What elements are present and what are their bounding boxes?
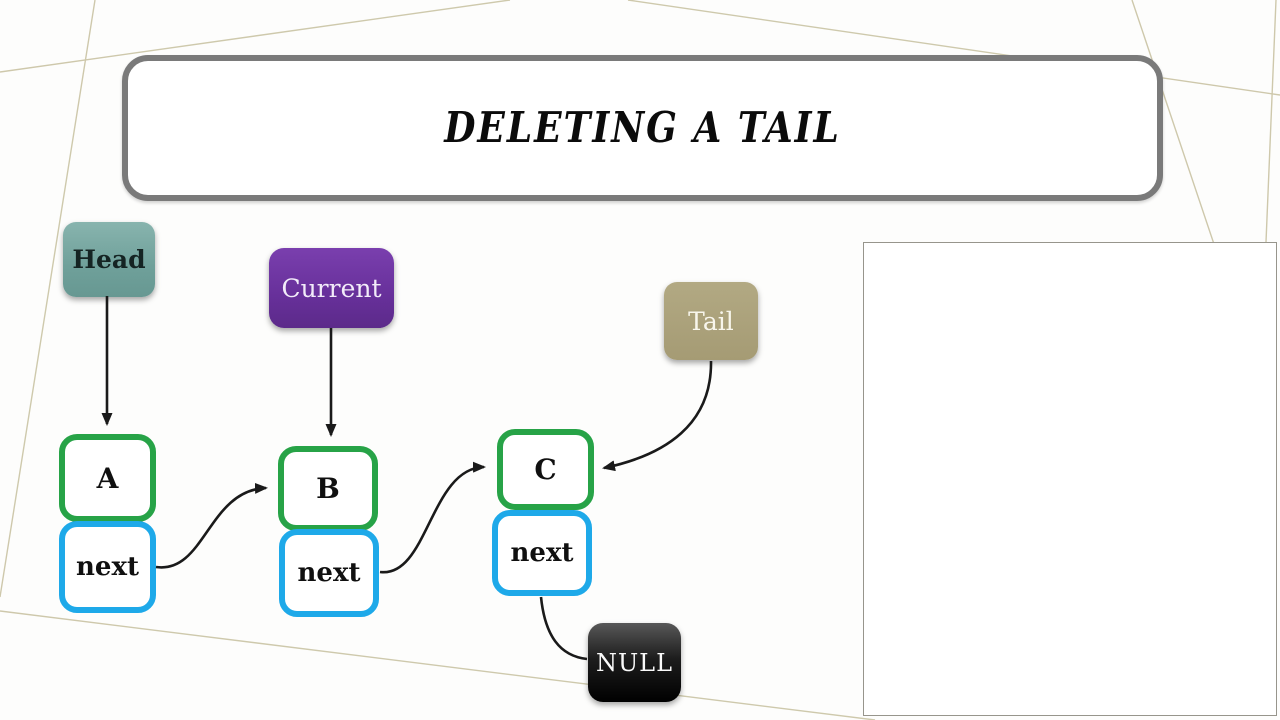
arrow-tail-to-node-c [602, 360, 713, 472]
title-box: DELETING A TAIL [122, 55, 1163, 201]
node-a-next-label: next [76, 552, 139, 582]
null-terminator-box: NULL [588, 623, 681, 702]
head-pointer-label: Head [63, 222, 155, 297]
node-b-next-label: next [297, 558, 361, 588]
page-title: DELETING A TAIL [444, 103, 841, 153]
current-pointer-text: Current [281, 273, 382, 303]
node-b-value-box: B [278, 446, 378, 531]
arrow-node-b-next-to-node-c [379, 461, 486, 574]
null-terminator-text: NULL [595, 648, 674, 677]
node-a-value-box: A [59, 434, 156, 522]
decorative-line [1265, 0, 1277, 243]
empty-side-panel [863, 242, 1277, 716]
current-pointer-label: Current [269, 248, 394, 328]
tail-pointer-label: Tail [664, 282, 758, 360]
arrow-node-a-next-to-node-b [155, 482, 268, 569]
head-pointer-text: Head [72, 245, 146, 274]
node-c-value-box: C [497, 429, 594, 510]
connector-node-c-next-to-null [539, 596, 588, 661]
node-b-value: B [316, 472, 340, 505]
node-c-next-label: next [510, 538, 574, 568]
tail-pointer-text: Tail [688, 306, 734, 336]
node-b-next-box: next [279, 529, 379, 617]
node-a-value: A [96, 461, 119, 495]
decorative-line [0, 610, 876, 720]
node-c-value: C [534, 453, 557, 486]
node-c-next-box: next [492, 510, 592, 596]
node-a-next-box: next [59, 521, 156, 613]
